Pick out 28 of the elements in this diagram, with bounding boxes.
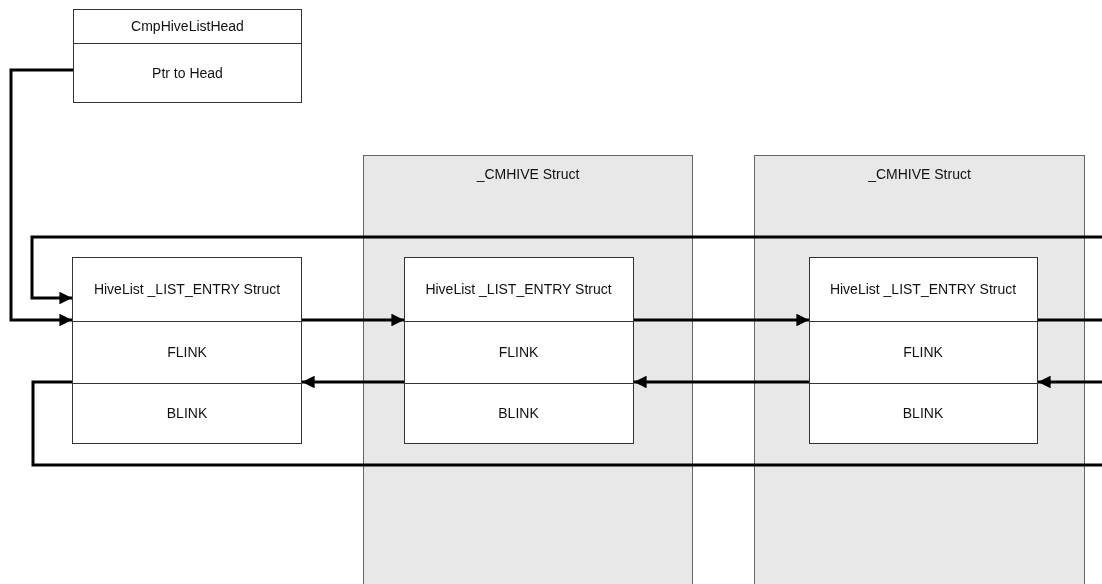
arrow — [302, 375, 404, 389]
struct-title: _CMHIVE Struct — [475, 166, 581, 182]
field-label: FLINK — [73, 321, 301, 383]
field-label: FLINK — [404, 320, 633, 383]
connector-line — [1038, 318, 1102, 322]
struct-panel — [363, 155, 693, 584]
struct-panel — [754, 155, 1085, 584]
connector-line — [31, 380, 1102, 467]
arrow — [30, 235, 1102, 305]
field-label: FLINK — [809, 320, 1037, 383]
arrow — [1038, 375, 1102, 389]
field-label: BLINK — [809, 382, 1037, 443]
field-label: BLINK — [73, 383, 301, 443]
arrow — [302, 313, 404, 327]
struct-box — [72, 257, 302, 444]
struct-title: HiveList _LIST_ENTRY Struct — [828, 279, 1018, 299]
arrow — [9, 68, 73, 327]
field-label: Ptr to Head — [74, 43, 301, 102]
struct-title: _CMHIVE Struct — [867, 166, 972, 182]
arrow — [634, 313, 809, 327]
struct-box — [403, 256, 634, 444]
struct-title: HiveList _LIST_ENTRY Struct — [424, 279, 613, 299]
struct-title: CmpHiveListHead — [130, 17, 245, 36]
arrow — [634, 375, 809, 389]
field-label: BLINK — [404, 382, 633, 443]
struct-title: HiveList _LIST_ENTRY Struct — [92, 280, 282, 299]
struct-box — [73, 9, 302, 103]
struct-box — [808, 256, 1038, 444]
